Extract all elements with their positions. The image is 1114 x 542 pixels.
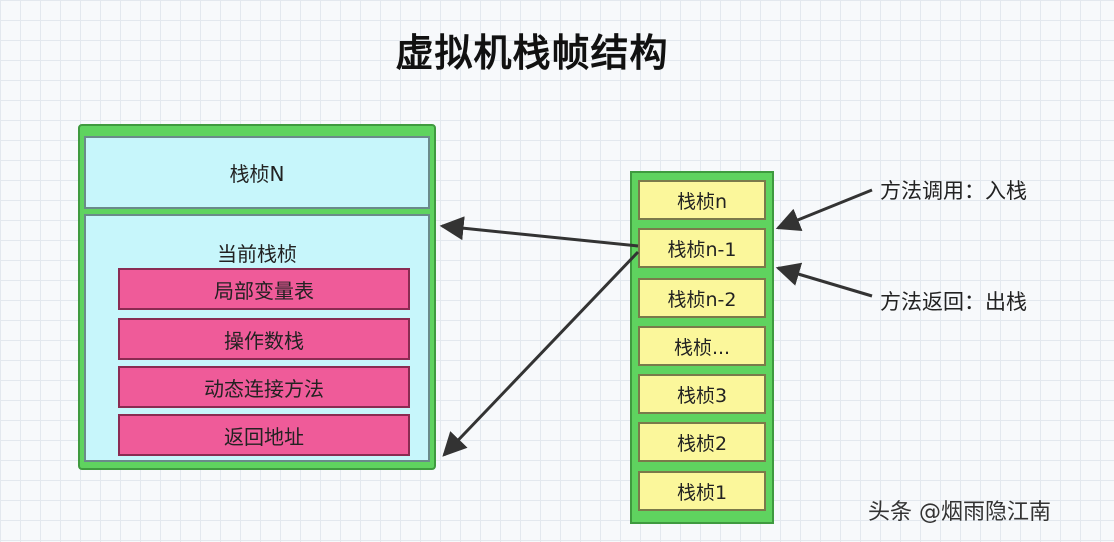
stack-item: 栈桢1: [638, 471, 766, 511]
arrow-to-frame-top: [439, 216, 639, 248]
arrow-return-pop: [775, 262, 873, 298]
return-pop-label: 方法返回：出栈: [880, 290, 1027, 314]
local-variable-table-box: 局部变量表: [118, 268, 410, 310]
stack-item: 栈桢n: [638, 180, 766, 220]
top-frame-box: 栈桢N: [84, 136, 430, 209]
arrow-to-frame-bottom: [442, 250, 640, 457]
current-frame-label: 当前栈桢: [217, 242, 297, 266]
stack-item: 栈桢2: [638, 422, 766, 462]
stack-item: 栈桢3: [638, 374, 766, 414]
stack-item: 栈桢n-2: [638, 278, 766, 318]
stack-item: 栈桢n-1: [638, 228, 766, 268]
return-address-box: 返回地址: [118, 414, 410, 456]
stack-item: 栈桢...: [638, 326, 766, 366]
call-push-label: 方法调用：入栈: [880, 179, 1027, 203]
diagram-title: 虚拟机栈帧结构: [395, 31, 669, 75]
watermark: 头条 @烟雨隐江南: [868, 500, 1051, 525]
arrow-call-push: [775, 188, 873, 232]
dynamic-linking-box: 动态连接方法: [118, 366, 410, 408]
operand-stack-box: 操作数栈: [118, 318, 410, 360]
